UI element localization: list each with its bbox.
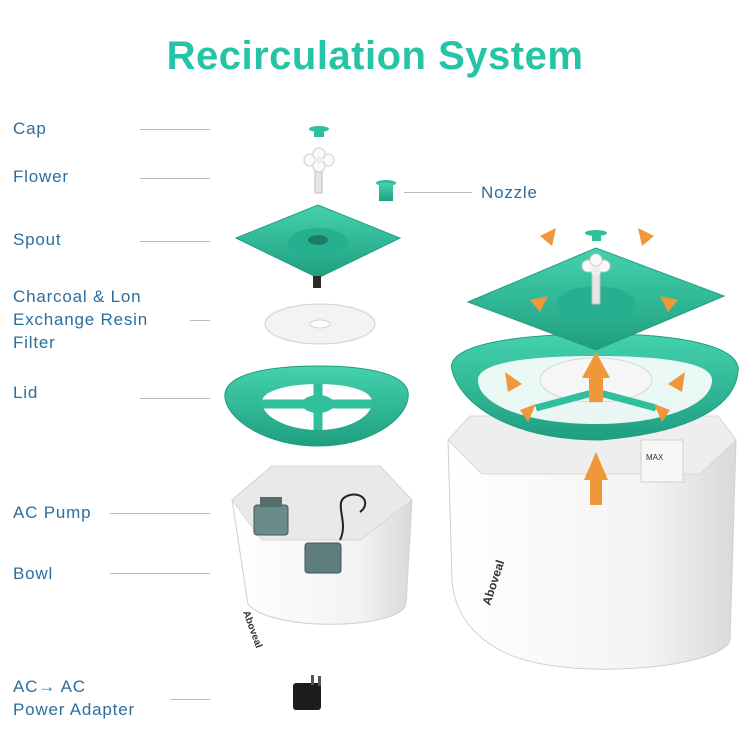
lid-part xyxy=(224,365,409,447)
leader-lid xyxy=(140,398,210,399)
flow-arrow-top-left xyxy=(540,228,556,246)
label-nozzle: Nozzle xyxy=(481,183,538,202)
assembled-body: Aboveal MAX xyxy=(447,415,737,670)
leader-cap xyxy=(140,129,210,130)
flow-arrows xyxy=(505,228,685,505)
leader-nozzle xyxy=(404,192,472,193)
nozzle-part xyxy=(376,180,396,201)
filter-part xyxy=(264,303,376,345)
label-filter: Charcoal & Lon Exchange Resin Filter xyxy=(13,287,148,352)
cap-part xyxy=(309,126,329,137)
flower-part xyxy=(303,147,335,194)
flow-arrow-spout-right xyxy=(660,296,678,312)
leader-adapter xyxy=(170,699,210,700)
assembled-spout xyxy=(466,230,726,351)
flow-arrow-lid-right xyxy=(668,372,685,392)
label-lid: Lid xyxy=(13,383,39,402)
water-level-marks: MAX xyxy=(646,453,664,462)
power-adapter-part xyxy=(293,675,321,710)
flow-arrow-down-left xyxy=(520,404,536,422)
leader-spout xyxy=(140,241,210,242)
label-spout: Spout xyxy=(13,230,62,249)
flow-arrow-spout-left xyxy=(530,296,548,312)
label-cap: Cap xyxy=(13,119,47,138)
flow-arrow-lid-left xyxy=(505,372,522,392)
leader-bowl xyxy=(110,573,210,574)
spout-part xyxy=(234,204,402,288)
label-pump: AC Pump xyxy=(13,503,92,522)
page-title: Recirculation System xyxy=(166,34,584,78)
flow-arrow-top-right xyxy=(638,228,654,246)
leader-pump xyxy=(110,513,210,514)
leader-flower xyxy=(140,178,210,179)
leader-filter xyxy=(190,320,210,321)
bowl-brand-text: Aboveal xyxy=(240,609,264,650)
bowl-part: Aboveal xyxy=(231,465,413,650)
flow-arrow-up-middle xyxy=(582,352,610,402)
flow-arrow-down-right xyxy=(654,404,670,422)
label-bowl: Bowl xyxy=(13,564,54,583)
flow-arrow-up-bottom xyxy=(584,452,608,505)
label-adapter: AC→ AC Power Adapter xyxy=(13,677,135,719)
label-flower: Flower xyxy=(13,167,69,186)
